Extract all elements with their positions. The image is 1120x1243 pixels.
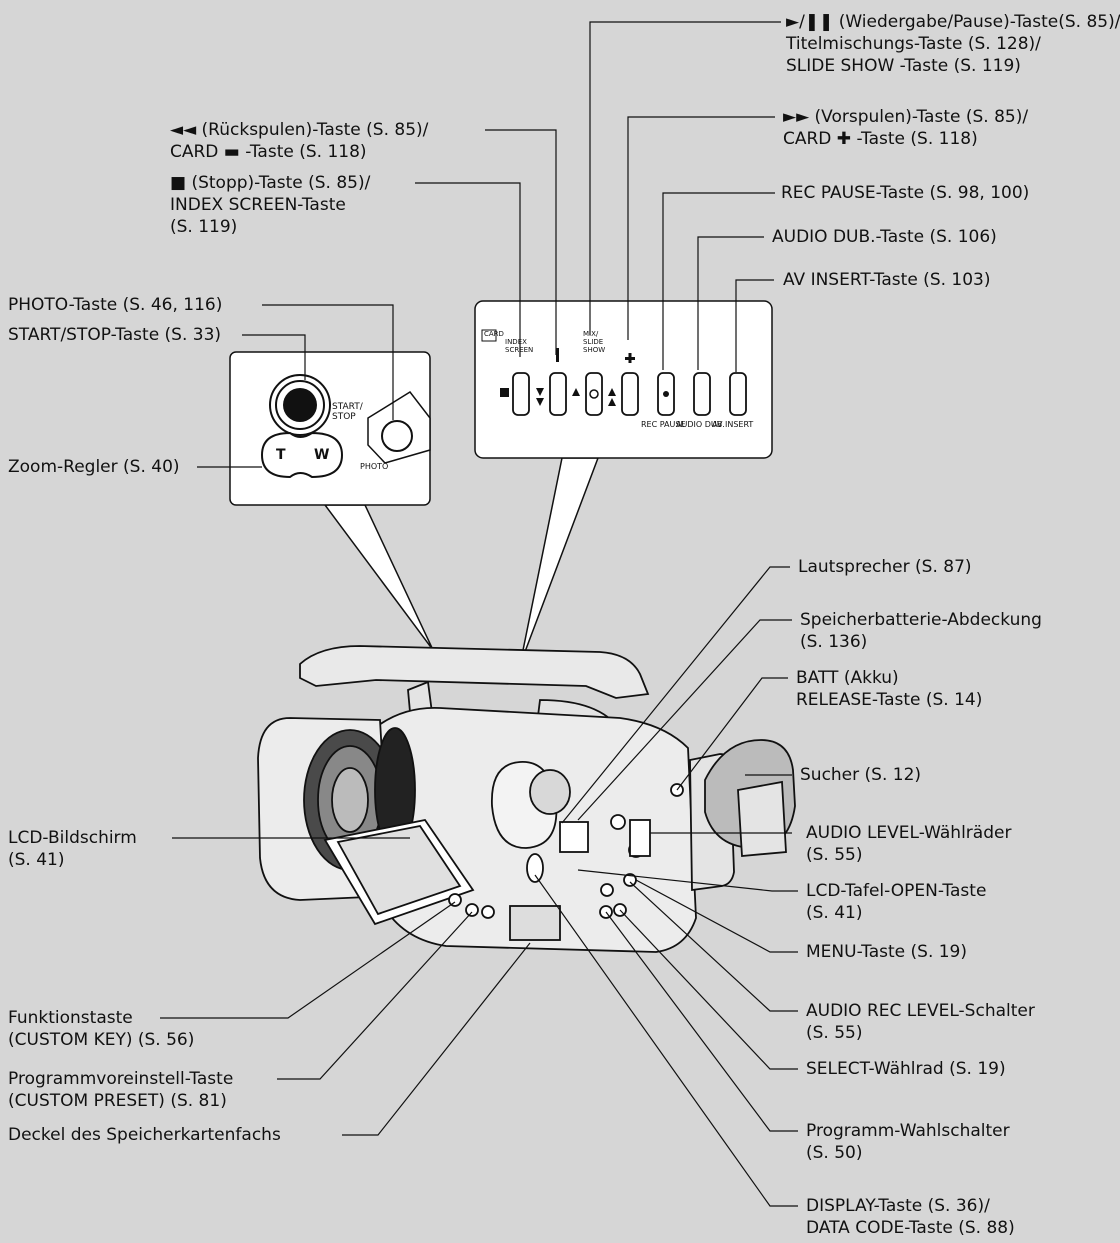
label-display: DISPLAY-Taste (S. 36)/DATA CODE-Taste (S… <box>806 1196 1015 1238</box>
panel-buttons <box>512 372 747 416</box>
label-select: SELECT-Wählrad (S. 19) <box>806 1059 1006 1079</box>
label-rueckspulen: ◄◄ (Rückspulen)-Taste (S. 85)/CARD ▬ -Ta… <box>170 120 429 162</box>
card-label: CARD <box>484 330 504 338</box>
camcorder-body <box>257 645 796 953</box>
label-wiedergabe: ►/❚❚ (Wiedergabe/Pause)-Taste(S. 85)/Tit… <box>786 12 1120 76</box>
av-insert-label: AV INSERT <box>712 420 754 429</box>
label-lcdopen: LCD-Tafel-OPEN-Taste(S. 41) <box>806 881 987 923</box>
label-programmwahl: Programm-Wahlschalter(S. 50) <box>806 1121 1010 1163</box>
panel-symbols <box>481 329 669 406</box>
zoom-lever <box>260 431 344 479</box>
label-sucher: Sucher (S. 12) <box>800 765 922 785</box>
zoom-t-label: T <box>276 447 286 463</box>
label-funktion: Funktionstaste(CUSTOM KEY) (S. 56) <box>8 1008 195 1050</box>
index-screen-label: INDEX SCREEN <box>505 338 534 354</box>
label-speicherbatterie: Speicherbatterie-Abdeckung(S. 136) <box>800 610 1042 652</box>
zoom-w-label: W <box>314 447 330 463</box>
leader-lines <box>160 21 798 1207</box>
label-recpause: REC PAUSE-Taste (S. 98, 100) <box>781 183 1030 203</box>
mix-slide-show-label: MIX/ SLIDE SHOW <box>583 330 606 354</box>
label-audiodub: AUDIO DUB.-Taste (S. 106) <box>772 227 997 247</box>
label-stopp: ■ (Stopp)-Taste (S. 85)/INDEX SCREEN-Tas… <box>170 173 371 237</box>
rec-pause-label: REC PAUSE <box>641 420 686 429</box>
label-vorspulen: ►► (Vorspulen)-Taste (S. 85)/CARD ✚ -Tas… <box>783 107 1029 149</box>
label-avinsert: AV INSERT-Taste (S. 103) <box>783 270 991 290</box>
audio-dub-label: AUDIO DUB. <box>676 420 725 429</box>
label-audiorec: AUDIO REC LEVEL-Schalter(S. 55) <box>806 1001 1035 1043</box>
label-menu: MENU-Taste (S. 19) <box>806 942 968 962</box>
label-audiolevel: AUDIO LEVEL-Wählräder(S. 55) <box>806 823 1012 865</box>
start-stop-label: START/ STOP <box>332 402 363 422</box>
label-photo: PHOTO-Taste (S. 46, 116) <box>8 295 223 315</box>
label-startstop: START/STOP-Taste (S. 33) <box>8 325 222 345</box>
start-stop-button <box>269 374 331 436</box>
label-programmvoreinstell: Programmvoreinstell-Taste(CUSTOM PRESET)… <box>8 1069 234 1111</box>
photo-label: PHOTO <box>360 462 389 471</box>
label-deckel: Deckel des Speicherkartenfachs <box>8 1125 281 1145</box>
label-batt: BATT (Akku)RELEASE-Taste (S. 14) <box>796 668 983 710</box>
label-lcd: LCD-Bildschirm(S. 41) <box>8 828 137 870</box>
photo-button <box>367 391 431 464</box>
label-lautsprecher: Lautsprecher (S. 87) <box>798 557 972 577</box>
label-zoom: Zoom-Regler (S. 40) <box>8 457 180 477</box>
